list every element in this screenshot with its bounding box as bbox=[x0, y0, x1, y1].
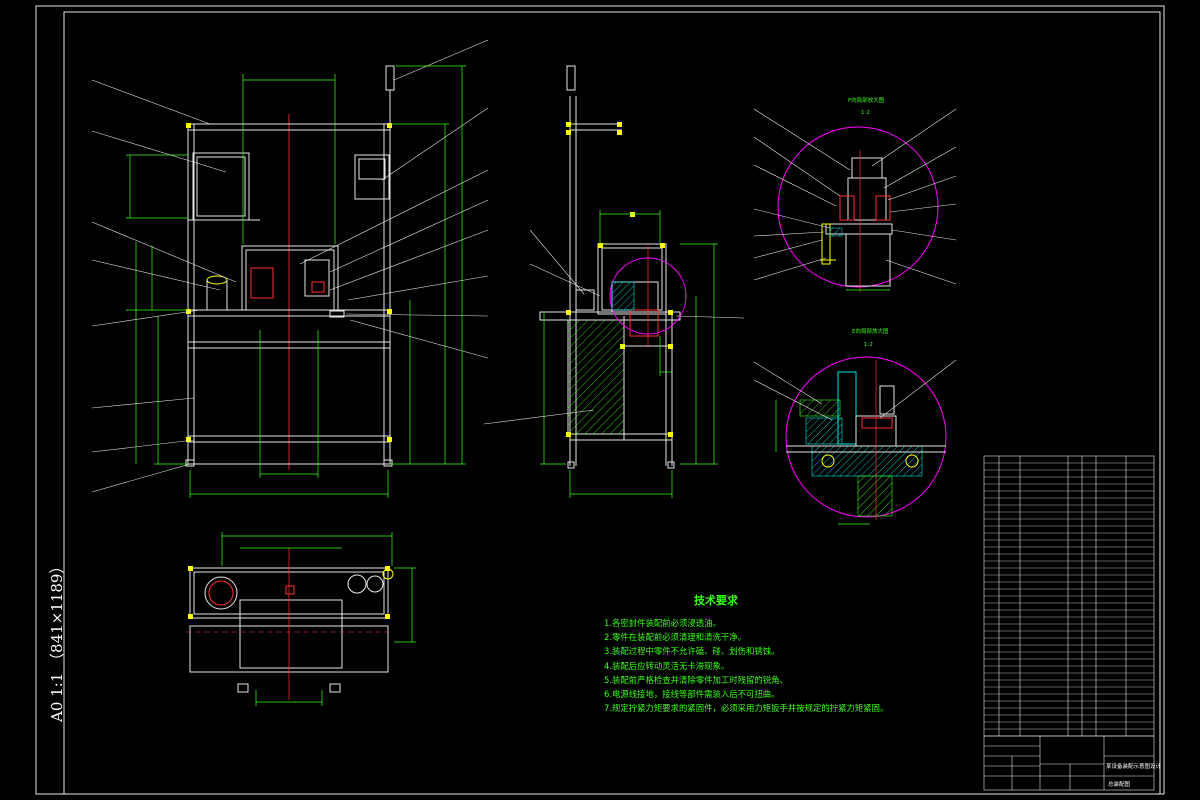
side-view-leaders bbox=[483, 229, 745, 425]
top-view-dimensions bbox=[221, 532, 416, 706]
detail-e-leaders bbox=[753, 359, 957, 421]
detail-e-title: E向局部放大图 bbox=[852, 327, 889, 335]
detail-view-f bbox=[777, 126, 939, 292]
requirement-item: 1.各密封件装配前必须浸透油。 bbox=[604, 618, 721, 628]
detail-view-e bbox=[785, 356, 947, 520]
title-block-drawing-number: 总装配图 bbox=[1108, 780, 1131, 788]
parts-list-rows bbox=[984, 462, 1154, 730]
title-block bbox=[983, 735, 1155, 791]
detail-e-dimensions bbox=[775, 400, 870, 525]
side-view-dimensions bbox=[540, 210, 718, 498]
cabinet-hatch bbox=[568, 320, 624, 434]
requirement-item: 6.电源线接地，接线等部件需装入后不可扭曲。 bbox=[604, 689, 780, 700]
requirement-item: 7.规定拧紧力矩要求的紧固件，必须采用力矩扳手并按规定的拧紧力矩紧固。 bbox=[604, 703, 889, 714]
requirement-item: 4.装配后应转动灵活无卡滞现象。 bbox=[604, 660, 730, 671]
requirement-item: 5.装配前严格检查并清除零件加工时残留的锐角、 bbox=[604, 674, 788, 685]
detail-f-title: F向局部放大图 bbox=[848, 96, 885, 104]
front-view bbox=[185, 65, 395, 470]
top-view bbox=[186, 548, 394, 700]
front-view-leaders bbox=[91, 39, 489, 493]
technical-requirements-list: 1.各密封件装配前必须浸透油。 2.零件在装配前必须清理和清洗干净。 3.装配过… bbox=[604, 616, 888, 715]
title-block-drawing-name: 某设备装配示意图设计 bbox=[1106, 762, 1162, 770]
detail-f-leaders bbox=[753, 108, 957, 285]
sheet-format-label: A0 1:1 （841×1189） bbox=[48, 558, 66, 722]
requirement-item: 3.装配过程中零件不允许磕、碰、划伤和锈蚀。 bbox=[604, 646, 780, 657]
detail-e-scale: 1:2 bbox=[864, 342, 873, 348]
requirement-item: 2.零件在装配前必须清理和清洗干净。 bbox=[604, 632, 746, 643]
side-mechanism-hatch bbox=[611, 281, 635, 311]
detail-f-scale: 1:2 bbox=[861, 110, 870, 116]
technical-requirements-title: 技术要求 bbox=[694, 594, 738, 607]
inner-border bbox=[63, 11, 1161, 795]
front-view-dimensions bbox=[126, 65, 466, 498]
